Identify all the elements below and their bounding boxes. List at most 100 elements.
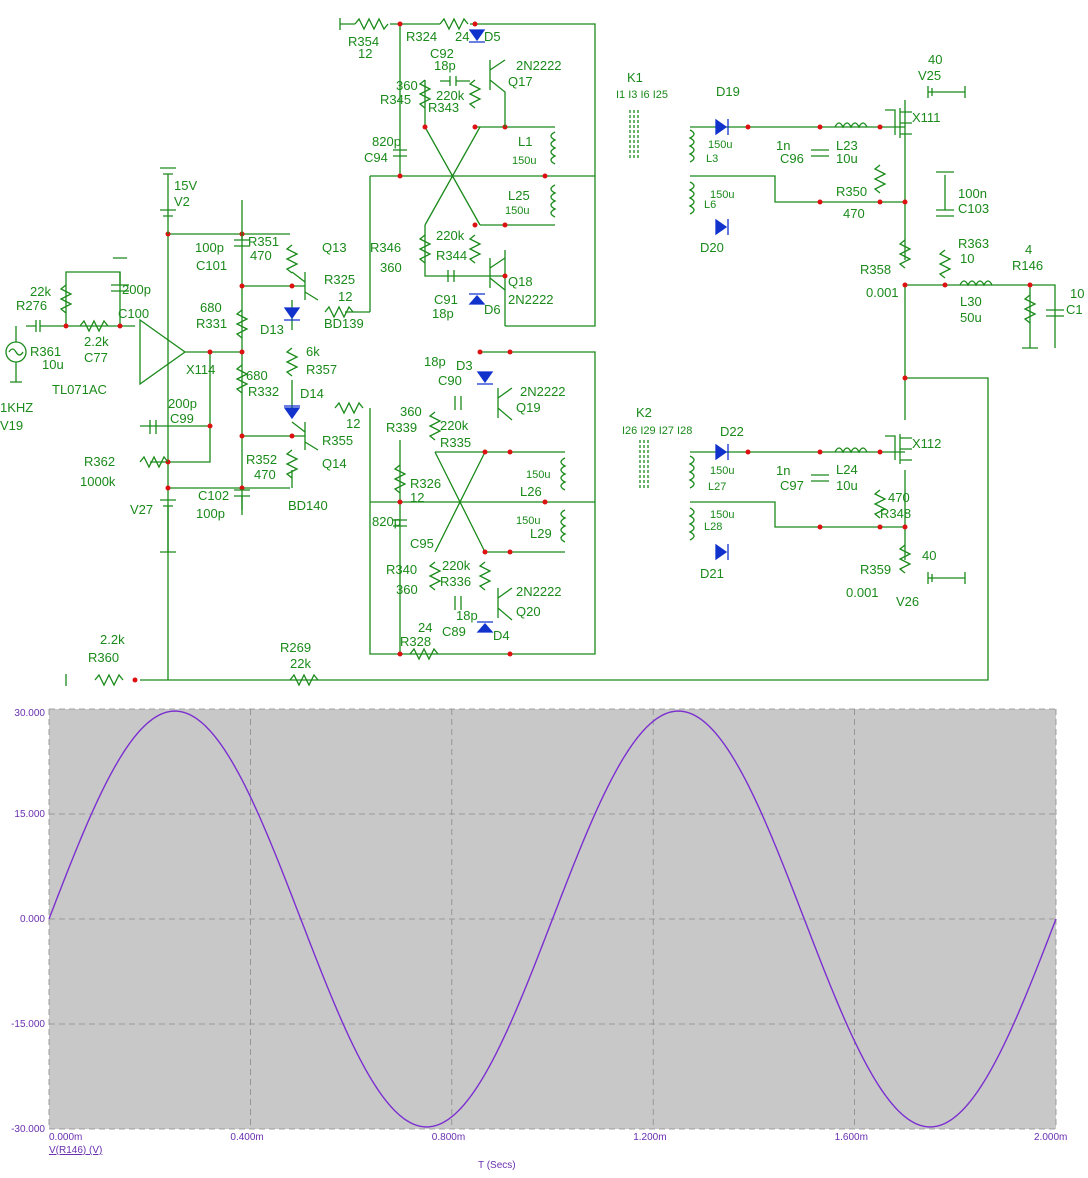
diode-d4 — [476, 621, 494, 633]
resistor-r354 — [354, 17, 389, 31]
label-c90-val: 18p — [424, 354, 446, 369]
label-r358-val: 0.001 — [866, 285, 899, 300]
diode-d6 — [468, 293, 486, 305]
x-tick-label: 0.800m — [432, 1132, 465, 1143]
label-r362: R362 — [84, 454, 115, 469]
mosfet-x111 — [885, 108, 912, 138]
diode-d20 — [715, 218, 729, 236]
label-c94: C94 — [364, 150, 388, 165]
label-r345: R345 — [380, 92, 411, 107]
x-tick-label: 1.600m — [835, 1132, 868, 1143]
label-r355-val: 12 — [346, 416, 360, 431]
label-c90: C90 — [438, 373, 462, 388]
label-v19-val: 1KHZ — [0, 400, 33, 415]
transistor-q14 — [291, 421, 319, 451]
label-r345-val: 360 — [396, 78, 418, 93]
label-r362-val: 1000k — [80, 474, 116, 489]
label-x114: X114 — [186, 362, 215, 377]
transistor-q19 — [497, 387, 513, 421]
inductor-l23 — [834, 122, 868, 129]
capacitor-c90 — [454, 396, 462, 410]
diode-d3 — [476, 371, 494, 385]
resistor-r352 — [285, 449, 299, 479]
label-v25: V25 — [918, 68, 941, 83]
label-r328: R328 — [400, 634, 431, 649]
capacitor-c100 — [111, 272, 129, 292]
label-r352: R352 — [246, 452, 277, 467]
resistor-r339 — [393, 464, 407, 494]
label-r354: R354 — [348, 34, 379, 49]
label-l28-val: 150u — [710, 509, 734, 521]
resistor-r346 — [418, 234, 432, 264]
label-k2: K2 — [636, 405, 652, 420]
label-c77-val: 2.2k — [84, 334, 109, 349]
label-d13: D13 — [260, 322, 284, 337]
label-r332-val: 680 — [246, 368, 268, 383]
components — [5, 17, 1064, 687]
resistor-r355 — [334, 401, 364, 415]
diode-d21 — [715, 543, 729, 561]
label-l23-val: 10u — [836, 151, 858, 166]
resistor-r332 — [235, 364, 249, 394]
op-amp-x114 — [139, 318, 187, 386]
supply-v25 — [927, 86, 966, 98]
label-d19: D19 — [716, 84, 740, 99]
label-r332: R332 — [248, 384, 279, 399]
inductor-l29 — [560, 509, 567, 543]
label-v19: V19 — [0, 418, 23, 433]
resistor-r362 — [139, 455, 169, 469]
x-axis-label: T (Secs) — [478, 1160, 516, 1171]
label-r358: R358 — [860, 262, 891, 277]
capacitor-c95 — [393, 519, 407, 527]
label-r325-val: 12 — [338, 289, 352, 304]
supply-v27 — [160, 499, 176, 553]
label-r363-val: 10 — [960, 251, 974, 266]
label-d3: D3 — [456, 358, 473, 373]
label-r359: R359 — [860, 562, 891, 577]
label-l29: L29 — [530, 526, 552, 541]
transformer-k2-core — [639, 440, 649, 490]
y-tick-label: -30.000 — [11, 1124, 45, 1135]
capacitor-c101 — [234, 200, 250, 247]
label-c100: C100 — [118, 306, 149, 321]
y-tick-label: -15.000 — [11, 1019, 45, 1030]
label-c95-val: 820p — [372, 514, 401, 529]
label-r355: R355 — [322, 433, 353, 448]
label-r339-val: 360 — [400, 404, 422, 419]
capacitor-c1 — [1046, 309, 1064, 317]
legend-series-name[interactable]: V(R146) (V) — [49, 1145, 102, 1156]
label-l30-val: 50u — [960, 310, 982, 325]
diode-d5 — [468, 29, 486, 43]
label-c91: C91 — [434, 292, 458, 307]
label-l3-val: 150u — [708, 139, 732, 151]
x-tick-label: 2.000m — [1034, 1132, 1067, 1143]
label-bd140: BD140 — [288, 498, 328, 513]
mosfet-x112 — [885, 434, 912, 464]
diodes — [283, 29, 729, 633]
resistor-c77 — [79, 319, 109, 333]
label-d5: D5 — [484, 29, 501, 44]
resistor-r340 — [478, 561, 492, 591]
inductor-l1 — [550, 131, 557, 165]
y-tick-label: 30.000 — [14, 708, 45, 719]
label-c1: C1 — [1066, 302, 1083, 317]
label-r350-val: 470 — [843, 206, 865, 221]
label-l3: L3 — [706, 153, 718, 165]
inductor-l26 — [560, 457, 567, 491]
label-q18-type: 2N2222 — [508, 292, 554, 307]
label-r352-val: 470 — [254, 467, 276, 482]
label-q13: Q13 — [322, 240, 347, 255]
label-x111: X111 — [912, 110, 940, 125]
label-c100-val: 200p — [122, 282, 151, 297]
label-v27: V27 — [130, 502, 153, 517]
label-r146-val: 4 — [1025, 242, 1032, 257]
component-labels: R354 12 R324 24 C92 D5 18p 2N2222 Q17 36… — [0, 29, 1084, 671]
label-d22: D22 — [720, 424, 744, 439]
label-c94-val: 820p — [372, 134, 401, 149]
inductor-l28 — [688, 507, 695, 541]
label-bd139: BD139 — [324, 316, 364, 331]
resistor-r345 — [418, 79, 432, 109]
x-tick-label: 0.000m — [49, 1132, 82, 1143]
label-c77: C77 — [84, 350, 108, 365]
